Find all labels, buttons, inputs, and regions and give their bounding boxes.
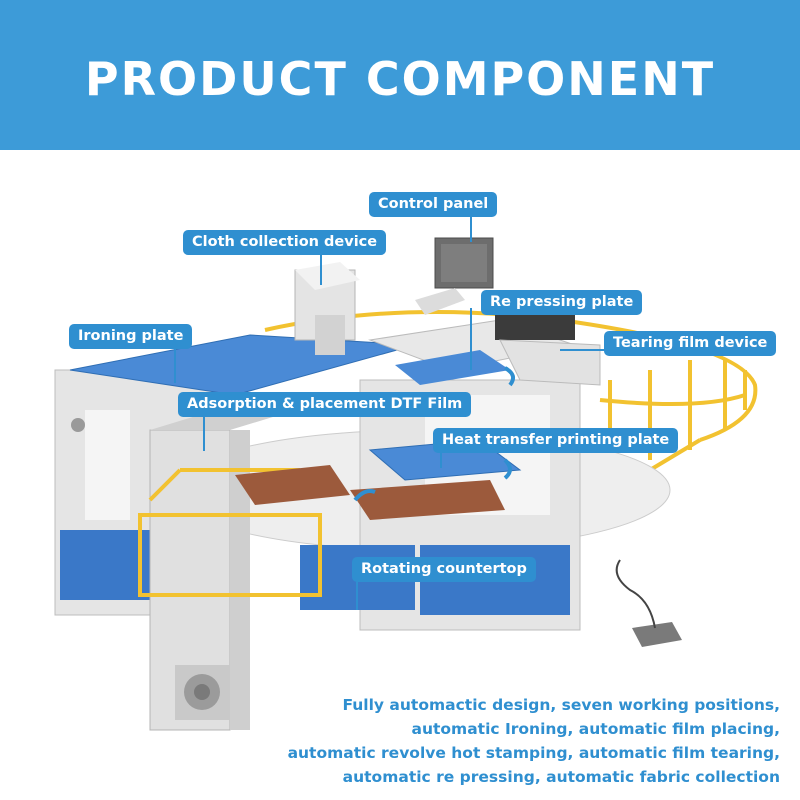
leader-line [560, 349, 604, 351]
leader-line [356, 575, 358, 610]
cloth-collection-label: Cloth collection device [183, 230, 387, 255]
cloth-collection-device [294, 262, 360, 355]
control-panel-device [415, 237, 494, 315]
ironing-plate-label: Ironing plate [69, 324, 193, 349]
feature-description: Fully automactic design, seven working p… [260, 693, 780, 789]
front-guard [138, 468, 322, 597]
leader-line [320, 250, 322, 285]
description-line: automatic Ironing, automatic film placin… [411, 720, 781, 738]
rotation-arrow [503, 458, 512, 480]
description-line: automatic revolve hot stamping, automati… [287, 744, 780, 762]
adsorption-label: Adsorption & placement DTF Film [178, 392, 472, 417]
control-panel-label: Control panel [369, 192, 498, 217]
rotation-arrow [503, 366, 516, 387]
leader-line [203, 411, 205, 451]
re-pressing-unit [368, 310, 601, 386]
header-banner: PRODUCT COMPONENT [0, 0, 800, 150]
leader-line [470, 308, 472, 370]
rotation-arrow [353, 489, 376, 502]
description-line: automatic re pressing, automatic fabric … [342, 768, 780, 786]
machine-illustration [54, 237, 758, 731]
heat-transfer-label: Heat transfer printing plate [433, 428, 679, 453]
tearing-film-label: Tearing film device [604, 331, 777, 356]
page-title: PRODUCT COMPONENT [84, 52, 716, 106]
leader-line [174, 343, 176, 383]
heat-transfer-plate [235, 439, 522, 520]
foot-pedal [615, 559, 682, 647]
leader-line [470, 212, 472, 242]
rotating-countertop-label: Rotating countertop [352, 557, 536, 582]
leader-line [440, 446, 442, 468]
re-pressing-label: Re pressing plate [481, 290, 643, 315]
description-line: Fully automactic design, seven working p… [342, 696, 780, 714]
front-tower [149, 395, 345, 731]
